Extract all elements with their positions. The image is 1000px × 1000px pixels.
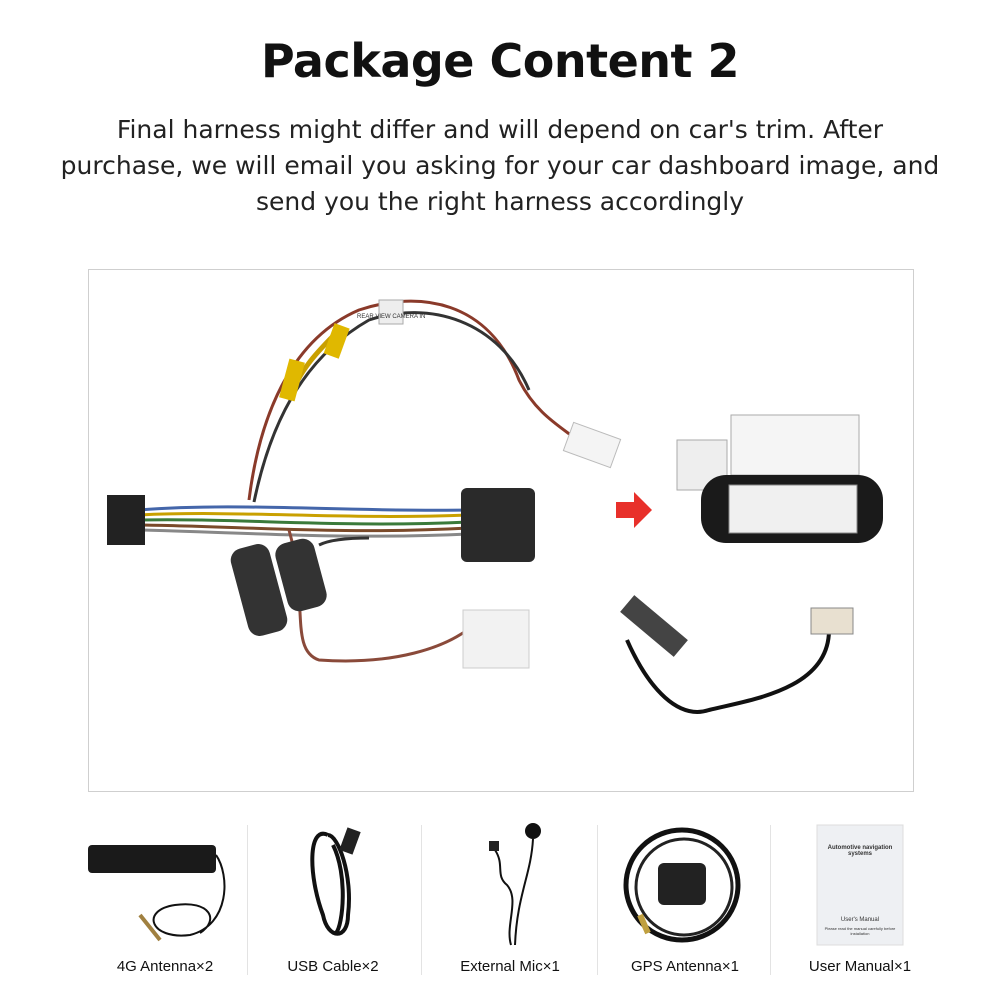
accessory-label: USB Cable×2 <box>287 958 379 975</box>
accessory-label: GPS Antenna×1 <box>630 958 739 975</box>
manual-icon <box>816 824 904 946</box>
connector-main <box>107 495 145 545</box>
harness-photo: REAR VIEW CAMERA IN <box>88 269 914 792</box>
red-arrow-icon <box>616 492 652 528</box>
accessory-label: 4G Antenna×2 <box>116 958 214 975</box>
radio-antenna-adapter <box>620 595 688 657</box>
accessory-external-mic: External Mic×1 <box>425 815 595 985</box>
manual-footer: User's Manual <box>840 917 880 923</box>
accessory-gps-antenna: GPS Antenna×1 <box>600 815 770 985</box>
accessory-usb-cable: USB Cable×2 <box>248 815 418 985</box>
page-subtitle: Final harness might differ and will depe… <box>60 115 940 216</box>
connector-white <box>462 609 530 669</box>
connector-black <box>461 488 535 562</box>
fuse-holder <box>230 544 288 636</box>
microphone-icon <box>489 823 541 946</box>
accessory-user-manual: Automotive navigation systems User's Man… <box>775 815 945 985</box>
4g-antenna-icon <box>88 845 226 942</box>
manual-title: Automotive navigation systems <box>827 845 893 857</box>
gps-antenna-icon <box>623 827 741 943</box>
rear-view-label: REAR VIEW CAMERA IN <box>357 314 425 320</box>
wiring-harness-illustration: REAR VIEW CAMERA IN <box>107 299 883 714</box>
accessory-4g-antenna: 4G Antenna×2 <box>80 815 250 985</box>
usb-cable-icon <box>310 827 361 936</box>
manual-note: Please read the manual carefully before … <box>824 926 896 936</box>
accessory-label: External Mic×1 <box>460 958 560 975</box>
accessory-label: User Manual×1 <box>808 958 912 975</box>
page-title: Package Content 2 <box>260 34 740 88</box>
